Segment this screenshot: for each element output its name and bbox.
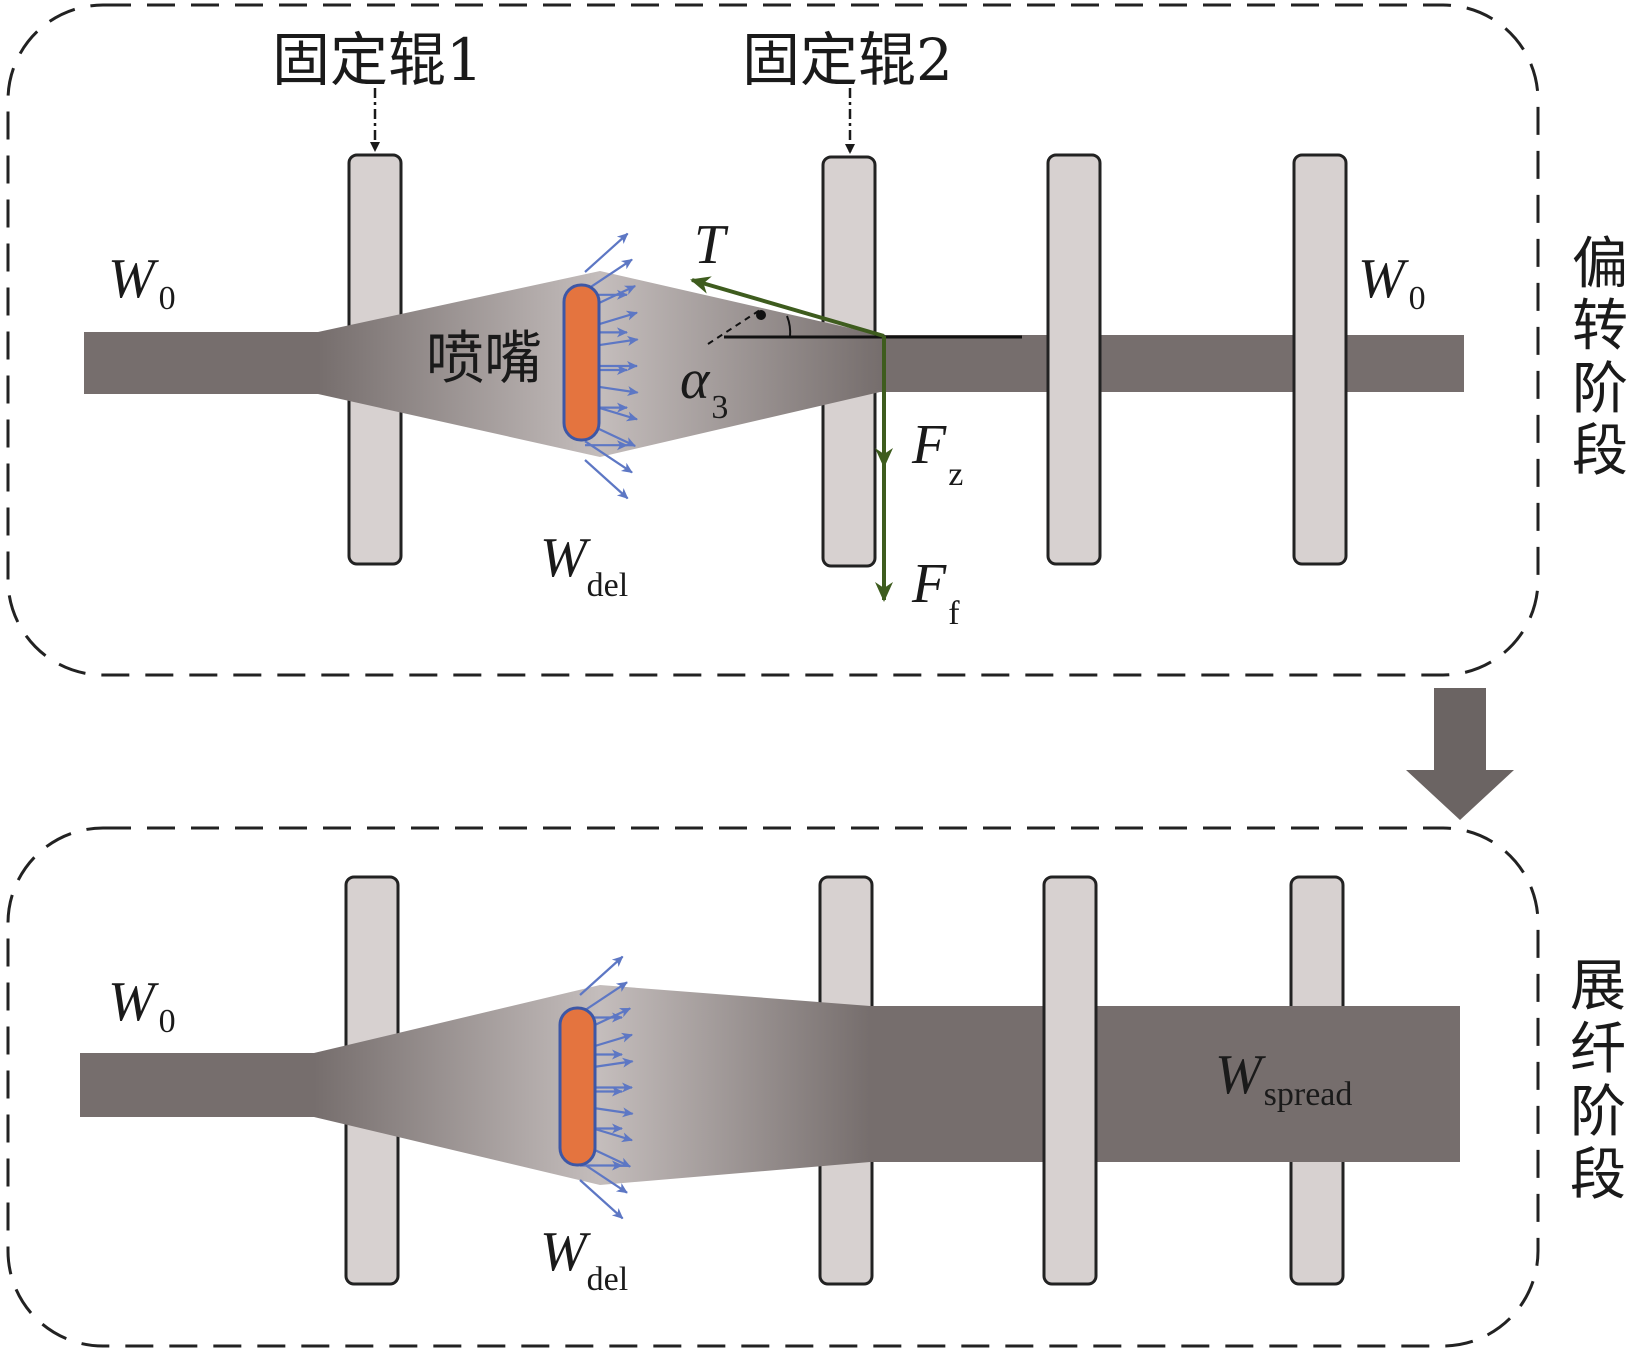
tow-outlet [880,335,1464,392]
stage-char: 段 [1570,1143,1626,1208]
roller-3 [1046,153,1102,566]
tow-inlet [84,332,318,394]
stage-char: 段 [1572,419,1628,484]
air-flow-arrow [584,232,629,273]
top-panel-border [6,3,1540,677]
guide-dot [756,310,766,320]
w0-right-sub: 0 [1409,280,1426,317]
air-flow-arrow [579,955,624,996]
tow-spread-out-bottom [600,985,870,1185]
alpha-sub: 3 [711,389,728,426]
w-del-top-main: W [540,527,591,589]
w-del-bottom-label: Wdel [540,1221,628,1298]
w-spread-label: Wspread [1215,1044,1352,1113]
fz-sub: z [948,456,963,493]
w-del-top-sub: del [587,567,629,604]
w0-left-sub: 0 [159,280,176,317]
stage-char: 阶 [1572,357,1628,422]
stage-char: 偏 [1572,232,1628,297]
ff-main: F [911,553,947,615]
bottom-panel-border [6,826,1540,1348]
air-flow-arrow [579,1160,628,1194]
air-flow-arrow [579,981,628,1015]
stage-char: 纤 [1570,1017,1626,1082]
stage-char: 阶 [1570,1080,1626,1145]
w0-left-bottom-sub: 0 [159,1003,176,1040]
alpha-label: α3 [680,349,728,426]
roller2-label: 固定辊2 [742,26,953,94]
stage-char: 展 [1570,954,1626,1019]
stage-label-spreading: 展 纤 阶 段 [1570,954,1626,1208]
w0-right-main: W [1358,248,1409,310]
roller1-label: 固定辊1 [272,26,483,94]
ff-sub: f [948,595,960,632]
tow-spread-bottom [870,1006,1460,1162]
nozzle-label: 喷嘴 [426,324,542,392]
w-del-bottom-main: W [540,1221,591,1283]
stage-char: 转 [1572,294,1628,359]
tow-spread-in-bottom [314,985,600,1185]
angle-arc [786,315,792,338]
air-flow-arrow [584,459,629,500]
stage-transition-arrow [1406,688,1514,820]
ff-label: Ff [911,553,960,632]
tow-inlet-bottom [80,1053,314,1117]
w0-left-bottom-main: W [108,971,159,1033]
roller-4 [1292,153,1348,566]
air-flow-arrow [584,258,633,292]
w0-left-main: W [108,248,159,310]
w-del-top-label: Wdel [540,527,628,604]
nozzle-top [562,283,601,442]
w-spread-sub: spread [1264,1076,1353,1113]
alpha-main: α [680,349,711,411]
air-flow-arrow [584,440,633,474]
air-flow-arrow [579,1179,624,1220]
tension-arrow [690,276,885,338]
roller-3-bottom [1042,875,1098,1286]
fz-label: Fz [911,414,963,493]
fz-main: F [911,414,947,476]
stage-label-deflection: 偏 转 阶 段 [1572,232,1628,484]
tow-spread-in [318,271,600,457]
nozzle-bottom [558,1006,597,1167]
tow-spread-out [600,271,880,457]
tension-label: T [694,214,729,276]
w-del-bottom-sub: del [587,1261,629,1298]
w-spread-main: W [1215,1044,1266,1106]
